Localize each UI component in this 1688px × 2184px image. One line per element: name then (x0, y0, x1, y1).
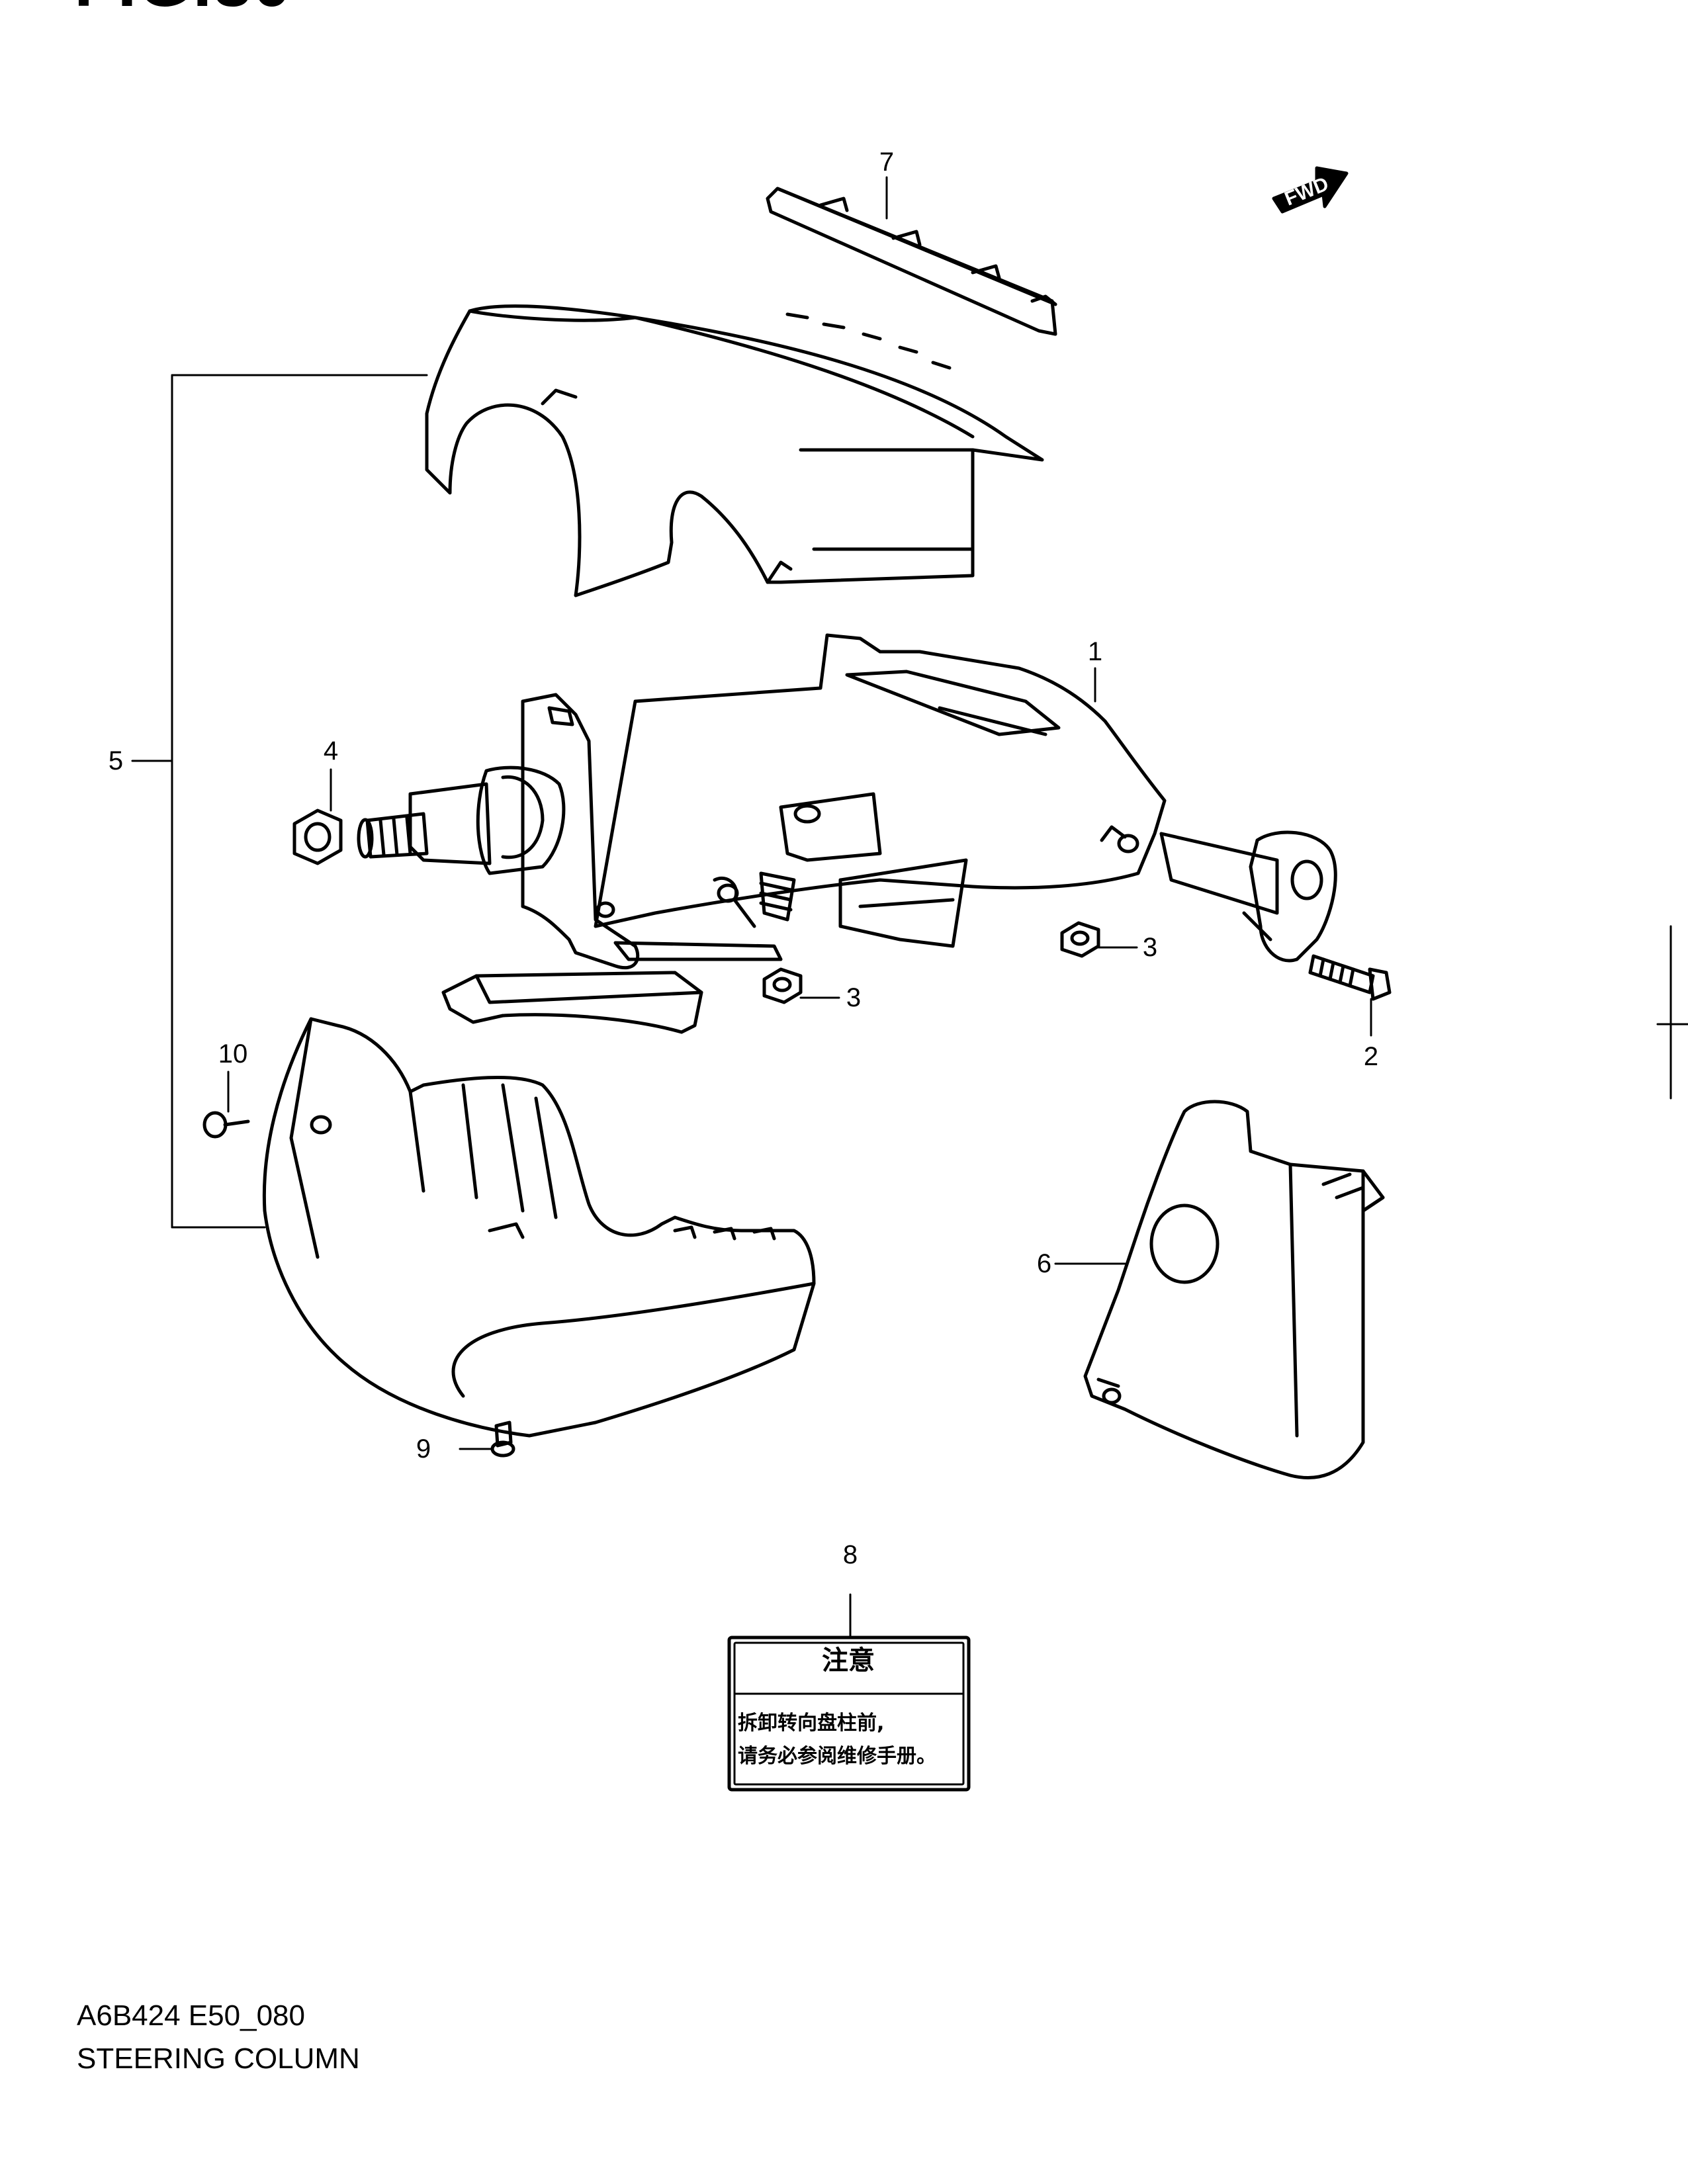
caution-label-heading: 注意 (822, 1645, 875, 1676)
caution-label-line-1: 拆卸转向盘柱前, (738, 1712, 885, 1735)
part-2-bolt (1308, 954, 1392, 1001)
callout-3-upper: 3 (1142, 933, 1158, 962)
callout-3-lower: 3 (846, 983, 862, 1012)
callout-1: 1 (1087, 637, 1103, 666)
part-5-upper-cover (425, 304, 1044, 597)
callout-2: 2 (1363, 1042, 1379, 1071)
callout-5: 5 (108, 746, 124, 775)
part-9-screw (490, 1420, 515, 1458)
callout-9: 9 (416, 1434, 431, 1463)
part-3-nut-upper (1060, 921, 1100, 958)
diagram-title: STEERING COLUMN (77, 2042, 360, 2075)
leader-lines (131, 176, 1688, 1638)
part-3-nut-lower (762, 967, 803, 1004)
part-1-steering-column (357, 633, 1337, 1034)
part-5-lower-cover (262, 1017, 816, 1438)
part-6-side-cover (1083, 1100, 1385, 1479)
fwd-arrow-icon: FWD (1272, 166, 1349, 214)
part-4-nut (292, 808, 343, 865)
part-7-cover-strip (766, 187, 1057, 336)
callout-8: 8 (842, 1540, 858, 1569)
callout-7: 7 (879, 148, 895, 177)
diagram-code: A6B424 E50_080 (77, 1999, 305, 2032)
callout-6: 6 (1036, 1249, 1052, 1278)
caution-label-line-2: 请务必参阅维修手册。 (738, 1745, 936, 1768)
figure-title: FIG.80 (74, 0, 292, 17)
part-10-screw (202, 1111, 250, 1139)
part-8-caution-label (727, 1636, 971, 1792)
callout-4: 4 (323, 736, 339, 765)
callout-10: 10 (218, 1039, 248, 1069)
